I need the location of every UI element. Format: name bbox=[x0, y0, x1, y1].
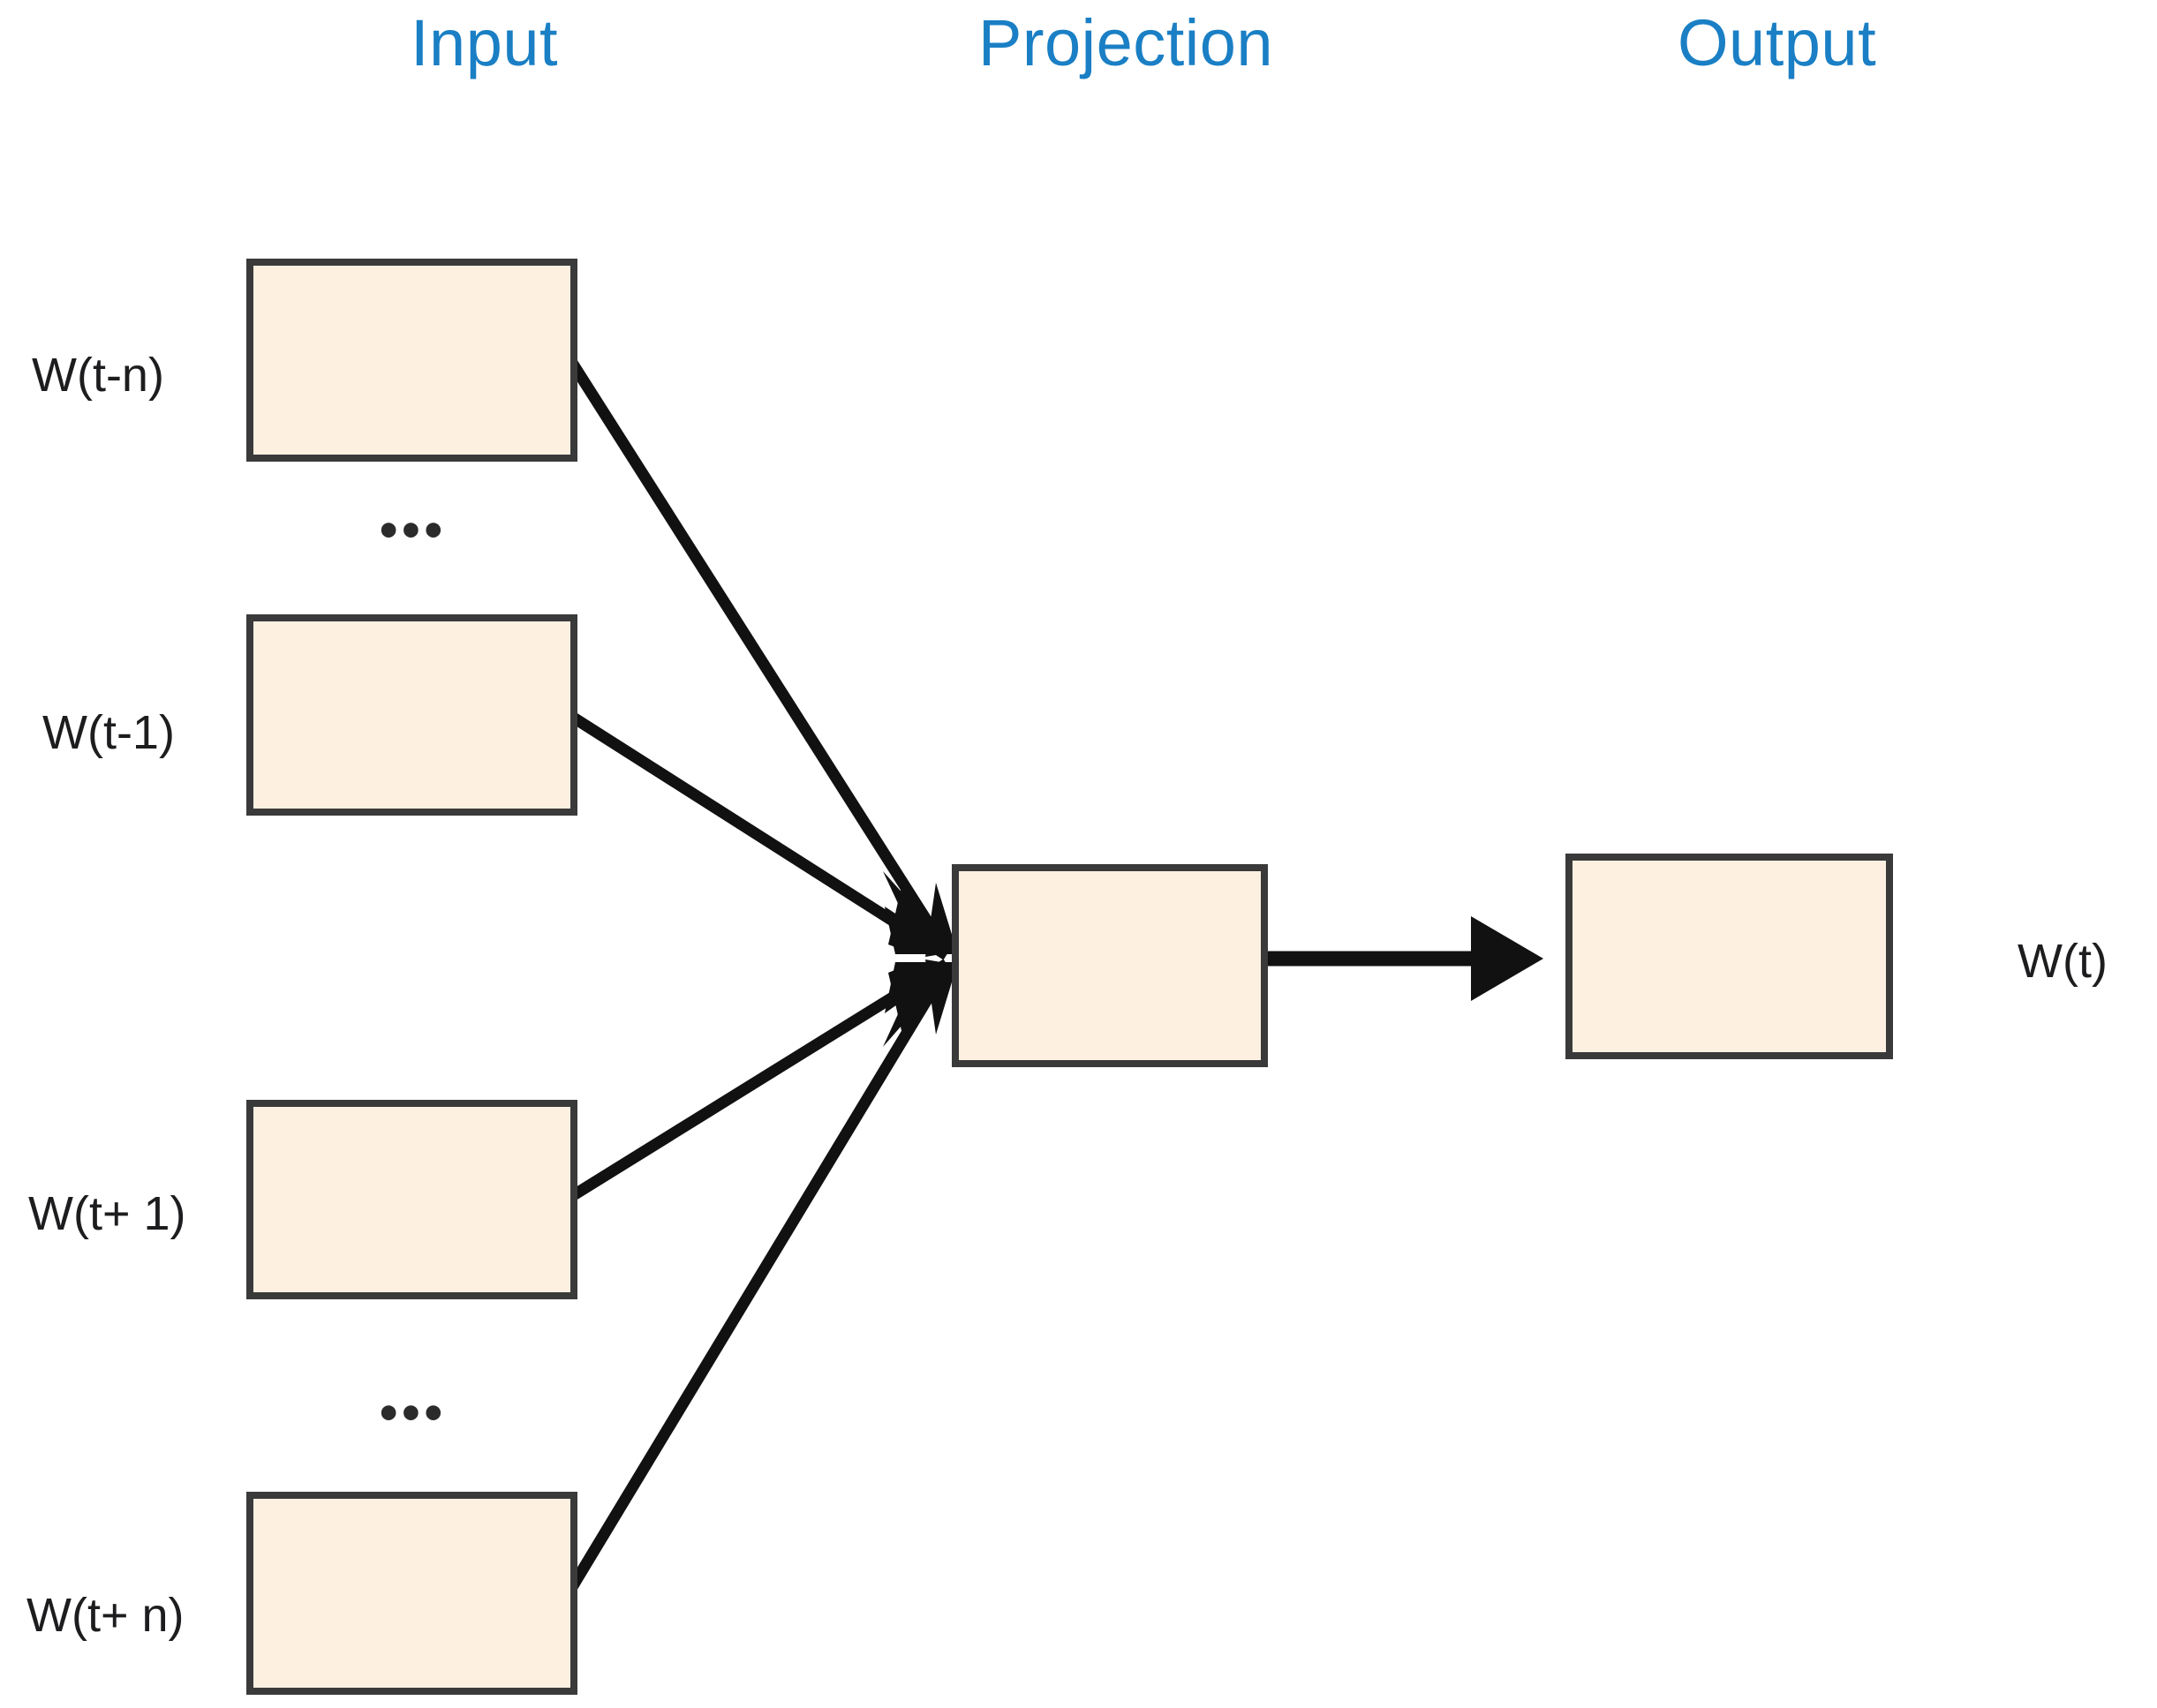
box-w-t-minus-n[interactable] bbox=[246, 259, 577, 462]
edge-w-t-plus-n-to-projection bbox=[567, 964, 952, 1591]
arrowhead-core-lower bbox=[925, 959, 957, 1035]
edge-w-t-plus-1-to-projection bbox=[569, 959, 950, 1201]
label-w-t-plus-n: W(t+ n) bbox=[26, 1589, 185, 1642]
edge-w-t-minus-1-to-projection bbox=[569, 711, 950, 960]
label-output-w-t: W(t) bbox=[2017, 935, 2108, 988]
column-header-output: Output bbox=[1678, 6, 1877, 79]
box-projection[interactable] bbox=[952, 864, 1268, 1067]
label-w-t-minus-1: W(t-1) bbox=[42, 706, 175, 759]
projection-arrowhead-cluster bbox=[883, 871, 957, 1047]
label-w-t-plus-1: W(t+ 1) bbox=[28, 1187, 186, 1240]
input-to-projection-edges bbox=[567, 359, 952, 1591]
arrowhead-core-upper bbox=[925, 883, 957, 957]
arrow-head bbox=[1471, 916, 1543, 1001]
box-w-t-plus-n[interactable] bbox=[246, 1492, 577, 1695]
edge-w-t-minus-n-to-projection bbox=[567, 359, 952, 955]
ellipsis-lower: ••• bbox=[380, 1384, 447, 1441]
box-w-t-minus-1[interactable] bbox=[246, 614, 577, 816]
label-w-t-minus-n: W(t-n) bbox=[32, 349, 164, 402]
box-output[interactable] bbox=[1565, 854, 1893, 1059]
column-header-projection: Projection bbox=[978, 6, 1274, 79]
box-w-t-plus-1[interactable] bbox=[246, 1100, 577, 1299]
column-header-input: Input bbox=[411, 6, 559, 79]
projection-to-output-arrow bbox=[1264, 916, 1543, 1001]
ellipsis-upper: ••• bbox=[380, 501, 447, 559]
input-boxes bbox=[246, 259, 577, 1695]
